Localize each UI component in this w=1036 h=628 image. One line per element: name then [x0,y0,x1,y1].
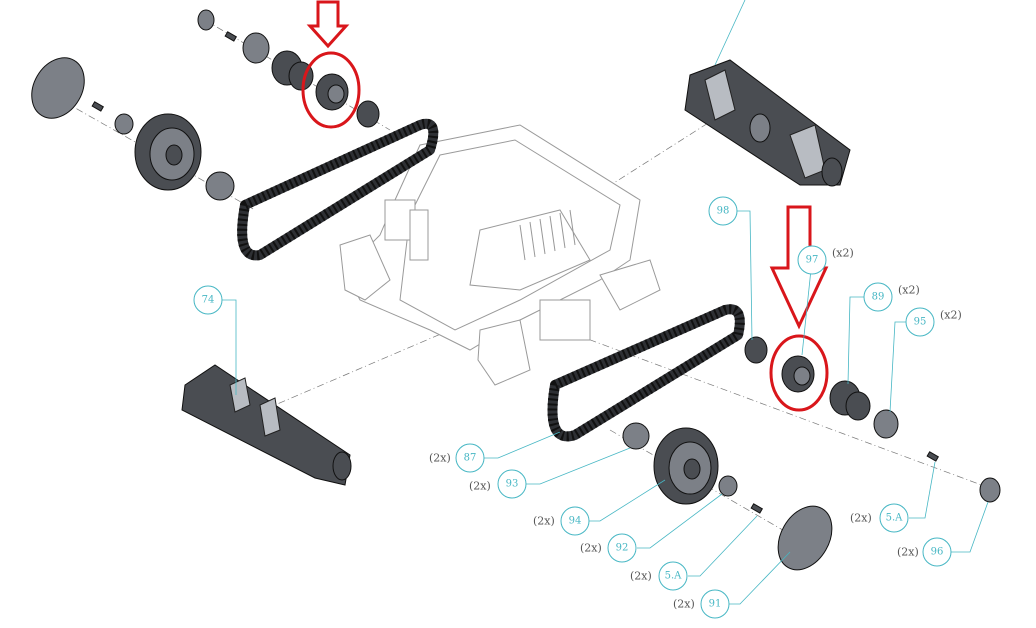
lower-bushing [622,422,650,450]
leader-95 [889,321,908,413]
callout-96: 96 (2x) [897,537,952,567]
robot-body [339,124,661,386]
callout-97: 97 (x2) [797,245,854,275]
leader-92 [637,493,723,549]
gear-wheel [134,113,202,191]
upper-roller-brush [684,59,851,187]
leader-91 [729,551,791,605]
leader-5A-right [909,461,936,519]
leader-74 [222,299,237,395]
leader-96 [950,501,989,553]
callout-label: 89 [872,292,885,303]
bushing [205,171,235,201]
callout-5A-left: 5.A (2x) [630,561,688,591]
callout-quantity: (2x) [673,598,695,611]
screw [91,101,105,112]
callout-74: 74 [193,285,223,315]
callout-quantity: (x2) [898,284,920,297]
callout-label: 93 [506,479,519,490]
callout-label: 94 [569,516,582,527]
callout-quantity: (2x) [897,546,919,559]
lower-cover-disc [777,505,833,571]
callout-93: 93 (2x) [469,469,527,499]
callout-quantity: (2x) [429,452,451,465]
callout-label: 97 [806,255,819,266]
leader-5A-left [688,515,758,577]
comb-teeth [519,209,576,261]
axis-lower-wheel [609,429,801,541]
callout-label: 95 [914,317,927,328]
callout-label: 98 [717,206,730,217]
callout-label: 74 [202,295,215,306]
leader-98 [737,210,753,341]
washer [114,113,134,135]
lower-screw [750,503,764,514]
leader-87 [484,431,561,459]
callout-label: 92 [616,543,629,554]
leader-97 [801,259,813,356]
leader-94 [589,479,666,522]
leader-93 [526,447,631,485]
callout-quantity: (2x) [469,480,491,493]
leader-lines [222,0,989,605]
lower-right-screw [926,451,940,462]
callout-quantity: (2x) [630,570,652,583]
highlight-annotations [301,0,829,412]
cover-disc [31,57,85,119]
leader-top [714,0,746,66]
lower-gear-wheel [653,427,719,505]
callout-94: 94 (2x) [533,506,590,536]
lower-collar [873,409,899,439]
callout-5A-right: 5.A (2x) [850,503,909,533]
callout-98: 98 [708,196,738,226]
lower-highlighted-gear [781,355,815,393]
highlight-ellipse-upper [301,51,361,129]
callouts: 74 98 97 (x2) 89 (x2) 95 (x2) 87 (2x) [193,196,962,619]
callout-quantity: (2x) [533,515,555,528]
down-arrow-upper-icon [306,0,350,49]
axis-lower-right [549,324,996,491]
top-washer [197,9,215,31]
end-cap [979,477,1001,503]
callout-95: 95 (x2) [905,307,962,337]
callout-label: 87 [464,453,477,464]
lower-roller-brush [181,364,352,486]
callout-92: 92 (2x) [580,533,637,563]
callout-quantity: (x2) [940,309,962,322]
lower-sprocket-pair [829,380,871,421]
lower-washer [718,475,738,497]
callout-quantity: (2x) [580,542,602,555]
callout-quantity: (2x) [850,512,872,525]
callout-quantity: (x2) [832,247,854,260]
leader-89 [847,296,866,385]
lower-track [547,304,745,442]
callout-label: 91 [709,599,722,610]
callout-label: 5.A [665,571,683,582]
callout-label: 5.A [886,513,904,524]
callout-87: 87 (2x) [429,443,485,473]
upper-small-sprocket [356,100,380,128]
down-arrow-lower-icon [769,205,829,330]
top-collar [242,32,270,64]
axis-upper-right [429,89,761,301]
upper-highlighted-gear [315,73,349,111]
lower-right-drive-assembly [547,304,1001,571]
highlight-ellipse-lower [769,334,829,412]
callout-label: 96 [931,547,944,558]
upper-track-teeth [237,118,439,261]
top-screw [224,31,238,42]
lower-small-sprocket [744,336,768,364]
callout-91: 91 (2x) [673,589,730,619]
callout-89: 89 (x2) [863,282,920,312]
upper-left-drive-assembly [31,9,439,261]
